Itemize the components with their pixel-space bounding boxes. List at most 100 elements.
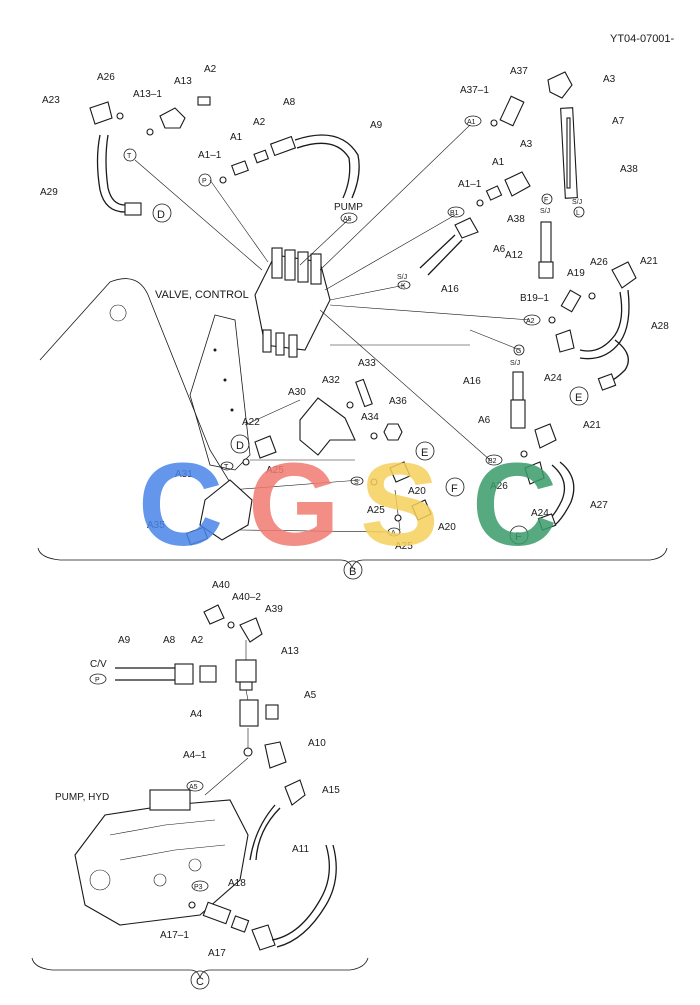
right-tube-assembly <box>538 221 554 279</box>
label-sj-4: S/J <box>510 360 520 367</box>
part-label-A38: A38 <box>620 164 638 175</box>
part-label-A25: A25 <box>266 465 284 476</box>
part-label-A3-b: A3 <box>520 139 533 150</box>
port-F-1: F <box>544 197 548 204</box>
port-T: T <box>127 153 132 160</box>
callout-F-1: F <box>515 531 522 543</box>
part-label-A19: A19 <box>567 268 585 279</box>
part-label-A15: A15 <box>322 785 340 796</box>
part-label-A1-1: A1–1 <box>198 150 222 161</box>
part-label-A20-b: A20 <box>438 522 456 533</box>
control-valve <box>254 247 331 358</box>
routing-lines <box>134 124 531 533</box>
top-left-assembly <box>89 96 211 216</box>
port-K: K <box>401 283 406 290</box>
section-b-bracket <box>37 547 668 569</box>
callout-E-1: E <box>575 392 582 404</box>
port-A5-2: A5 <box>189 784 198 791</box>
part-label-A33: A33 <box>358 358 376 369</box>
part-label-A40: A40 <box>212 580 230 591</box>
port-L: L <box>576 210 580 217</box>
section-c-middle <box>239 699 306 861</box>
left-lower-assembly <box>185 435 277 546</box>
part-label-A9-b: A9 <box>118 635 131 646</box>
part-label-A1: A1 <box>230 132 243 143</box>
part-label-A36: A36 <box>389 396 407 407</box>
watermark-letter-3: S <box>360 439 439 571</box>
part-label-A6: A6 <box>493 244 506 255</box>
center-bracket-assembly <box>299 378 403 456</box>
part-label-A8: A8 <box>283 97 296 108</box>
section-c-leaders <box>204 640 249 796</box>
part-label-A12: A12 <box>505 250 523 261</box>
port-A: A <box>391 530 396 537</box>
callout-D-2: D <box>236 440 244 452</box>
port-G: G <box>516 348 521 355</box>
part-label-A30: A30 <box>288 387 306 398</box>
frame-outline <box>39 278 251 516</box>
part-label-A31: A31 <box>175 469 193 480</box>
section-c-cv-line <box>115 663 217 685</box>
part-label-A1-b: A1 <box>492 157 505 168</box>
part-label-A16-b: A16 <box>463 376 481 387</box>
port-A1: A1 <box>467 119 476 126</box>
port-A2: A2 <box>526 318 535 325</box>
part-label-A38-b: A38 <box>507 214 525 225</box>
watermark-letter-2: G <box>248 439 340 571</box>
part-label-A26-c: A26 <box>490 481 508 492</box>
top-right-assembly <box>490 71 578 199</box>
part-label-A4-1: A4–1 <box>183 750 207 761</box>
part-label-A8-b: A8 <box>163 635 176 646</box>
port-B1: B1 <box>450 210 459 217</box>
part-label-A17-1: A17–1 <box>160 930 189 941</box>
label-sj-3: S/J <box>540 208 550 215</box>
part-label-A34: A34 <box>361 412 379 423</box>
part-label-A21: A21 <box>640 256 658 267</box>
watermark-letter-4: C <box>472 439 557 571</box>
part-label-A11: A11 <box>292 844 309 855</box>
section-c-bracket <box>31 957 369 979</box>
label-sj-2: S/J <box>397 274 407 281</box>
doc-code: YT04-07001- <box>610 33 675 45</box>
part-label-A3: A3 <box>603 74 616 85</box>
part-label-A22: A22 <box>242 417 260 428</box>
port-P-2: P <box>95 677 100 684</box>
callout-E-2: E <box>421 447 428 459</box>
part-label-A9: A9 <box>370 120 383 131</box>
part-label-A40-2: A40–2 <box>232 592 261 603</box>
port-S: S <box>354 479 359 486</box>
part-label-A2-c: A2 <box>191 635 204 646</box>
part-label-A35: A35 <box>147 520 165 531</box>
watermark-letter-1: C <box>138 439 223 571</box>
pump-line-assembly <box>219 134 360 199</box>
part-label-A25-b: A25 <box>367 505 385 516</box>
part-label-A24: A24 <box>544 373 562 384</box>
part-label-A27: A27 <box>590 500 608 511</box>
part-label-A6-b: A6 <box>478 415 491 426</box>
part-label-A21-b: A21 <box>583 420 601 431</box>
watermark: C G S C <box>138 439 557 571</box>
callout-C: C <box>196 976 204 988</box>
part-label-B19-1: B19–1 <box>520 293 549 304</box>
part-label-A4: A4 <box>190 709 203 720</box>
part-label-A25-c: A25 <box>395 541 413 552</box>
port-A5-1: A5 <box>343 216 352 223</box>
part-label-A20: A20 <box>408 486 426 497</box>
port-P3: P3 <box>194 884 203 891</box>
part-label-A28: A28 <box>651 321 669 332</box>
bracket-plate <box>189 314 251 471</box>
port-T-2: T <box>224 464 229 471</box>
label-sj-1: S/J <box>572 199 582 206</box>
part-label-A37-1: A37–1 <box>460 85 489 96</box>
part-label-A13-1: A13–1 <box>133 89 162 100</box>
part-label-A39: A39 <box>265 604 283 615</box>
label-pump-hyd: PUMP, HYD <box>55 792 109 803</box>
part-label-A1-1-b: A1–1 <box>458 179 482 190</box>
center-right-lower-assembly <box>370 461 432 522</box>
part-label-A23: A23 <box>42 95 60 106</box>
label-pump: PUMP <box>334 202 363 213</box>
part-label-A2-b: A2 <box>253 117 266 128</box>
part-label-A13-b: A13 <box>281 646 299 657</box>
section-c-lower <box>188 844 337 951</box>
